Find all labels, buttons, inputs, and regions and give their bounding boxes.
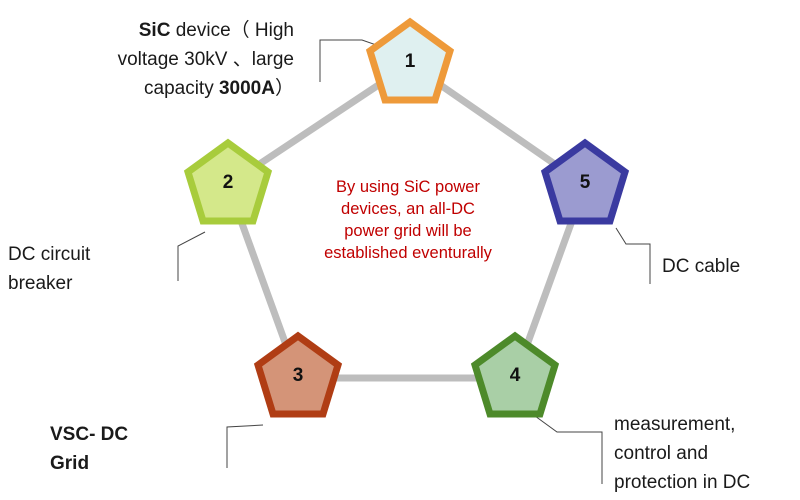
- node-4-number: 4: [510, 365, 521, 386]
- leader-line-5: [615, 227, 651, 284]
- label-text: capacity: [144, 78, 219, 99]
- label-text: voltage 30kV 、large: [117, 49, 294, 70]
- label-bold-text: VSC- DC: [50, 424, 129, 445]
- leader-line-3: [226, 424, 264, 468]
- node-1-pentagon: [365, 17, 455, 104]
- label-text: device（ High: [170, 20, 294, 41]
- node-5-number: 5: [580, 172, 591, 193]
- node-3-number: 3: [293, 365, 304, 386]
- node-2-pentagon: [183, 138, 273, 225]
- center-text-line: devices, an all-DC: [341, 200, 475, 218]
- label-line: protection in DC: [614, 468, 750, 497]
- node-2-number: 2: [223, 172, 234, 193]
- node-5-label: DC cable: [662, 252, 740, 281]
- label-text: control and: [614, 443, 709, 464]
- label-bold-text: 3000A: [218, 78, 275, 99]
- center-text-line: established eventurally: [324, 244, 492, 262]
- leader-line-4: [534, 415, 603, 484]
- node-1-number: 1: [405, 51, 416, 72]
- node-2-label: DC circuit breaker: [8, 240, 90, 298]
- label-text: breaker: [8, 273, 73, 294]
- label-line: capacity 3000A）: [70, 74, 294, 103]
- label-text: protection in DC: [614, 472, 751, 493]
- label-bold-text: SiC: [138, 20, 171, 41]
- label-line: Grid: [50, 449, 128, 478]
- label-line: SiC device（ High: [70, 16, 294, 45]
- center-text-line: power grid will be: [344, 222, 472, 240]
- label-text: measurement,: [614, 414, 736, 435]
- label-text: DC circuit: [8, 244, 91, 265]
- label-text: ）: [274, 78, 294, 99]
- label-line: VSC- DC: [50, 420, 128, 449]
- center-text-line: By using SiC power: [336, 178, 480, 196]
- label-line: breaker: [8, 269, 90, 298]
- node-4-label: measurement, control and protection in DC: [614, 410, 750, 497]
- node-1-label: SiC device（ High voltage 30kV 、large capac…: [70, 16, 294, 103]
- node-4-pentagon: [470, 331, 560, 418]
- label-line: voltage 30kV 、large: [70, 45, 294, 74]
- label-line: DC circuit: [8, 240, 90, 269]
- center-text: By using SiC power devices, an all-DC po…: [296, 176, 520, 264]
- label-bold-text: Grid: [50, 453, 90, 474]
- label-line: control and: [614, 439, 750, 468]
- label-text: DC cable: [662, 256, 741, 277]
- label-line: DC cable: [662, 252, 740, 281]
- node-3-pentagon: [253, 331, 343, 418]
- leader-line-2: [177, 231, 206, 281]
- label-line: measurement,: [614, 410, 750, 439]
- node-3-label: VSC- DC Grid: [50, 420, 128, 478]
- node-5-pentagon: [540, 138, 630, 225]
